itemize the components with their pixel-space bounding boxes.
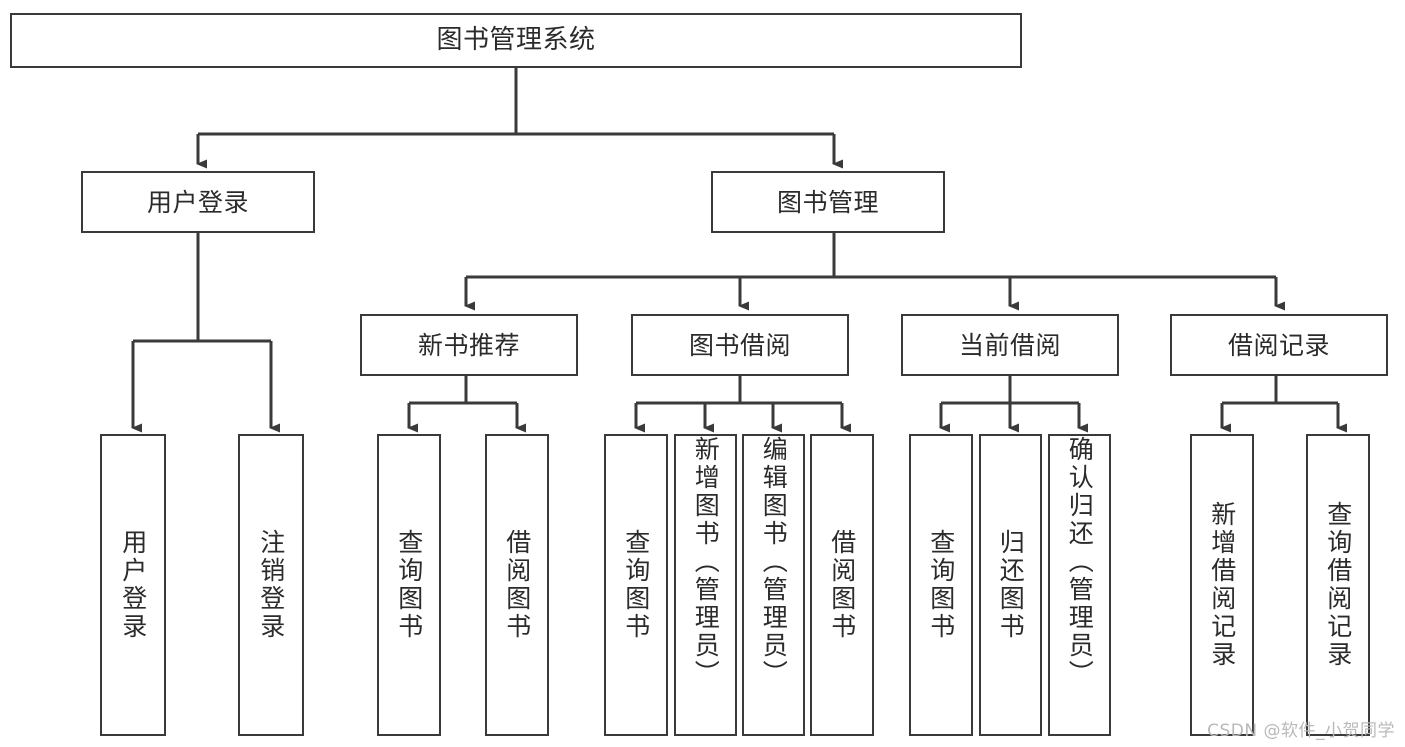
node-leaf-borrow-book-2[interactable]: 借阅图书 [810, 434, 874, 736]
node-leaf-query-book-3[interactable]: 查询图书 [909, 434, 973, 736]
node-leaf-user-login[interactable]: 用户登录 [100, 434, 166, 736]
node-leaf-user-logout[interactable]: 注销登录 [238, 434, 304, 736]
node-leaf-add-record[interactable]: 新增借阅记录 [1190, 434, 1254, 736]
node-label: 查询图书 [394, 529, 424, 641]
node-book-borrow[interactable]: 图书借阅 [631, 314, 849, 376]
node-current-borrow[interactable]: 当前借阅 [901, 314, 1119, 376]
node-label: 归还图书 [996, 529, 1026, 641]
node-label: 新书推荐 [417, 330, 520, 360]
node-label: 查询借阅记录 [1323, 501, 1353, 669]
node-leaf-edit-book[interactable]: 编辑图书（管理员） [742, 434, 805, 736]
node-label: 用户登录 [118, 529, 148, 641]
node-label: 图书管理系统 [436, 25, 596, 56]
node-leaf-return-book[interactable]: 归还图书 [979, 434, 1042, 736]
node-leaf-add-book[interactable]: 新增图书（管理员） [674, 434, 737, 736]
node-label: 当前借阅 [958, 330, 1061, 360]
node-label: 查询图书 [926, 529, 956, 641]
node-label: 用户登录 [146, 187, 249, 217]
node-leaf-query-book-1[interactable]: 查询图书 [377, 434, 441, 736]
node-label: 借阅记录 [1227, 330, 1330, 360]
csdn-watermark: CSDN @软件_小贺同学 [1207, 721, 1395, 741]
node-label: 图书管理 [776, 187, 879, 217]
node-label: 借阅图书 [827, 529, 857, 641]
node-label: 图书借阅 [688, 330, 791, 360]
node-leaf-confirm-return[interactable]: 确认归还（管理员） [1048, 434, 1111, 736]
node-label: 注销登录 [256, 529, 286, 641]
node-root-book-management-system[interactable]: 图书管理系统 [10, 13, 1022, 68]
node-user-login[interactable]: 用户登录 [81, 171, 315, 233]
node-leaf-query-record[interactable]: 查询借阅记录 [1306, 434, 1370, 736]
node-leaf-borrow-book-1[interactable]: 借阅图书 [485, 434, 549, 736]
node-borrow-record[interactable]: 借阅记录 [1170, 314, 1388, 376]
node-label: 编辑图书（管理员） [759, 436, 789, 688]
node-new-book-recommend[interactable]: 新书推荐 [360, 314, 578, 376]
node-leaf-query-book-2[interactable]: 查询图书 [604, 434, 668, 736]
node-label: 确认归还（管理员） [1065, 436, 1095, 688]
node-label: 查询图书 [621, 529, 651, 641]
node-book-manage[interactable]: 图书管理 [711, 171, 945, 233]
node-label: 新增借阅记录 [1207, 501, 1237, 669]
node-label: 借阅图书 [502, 529, 532, 641]
node-label: 新增图书（管理员） [691, 436, 721, 688]
